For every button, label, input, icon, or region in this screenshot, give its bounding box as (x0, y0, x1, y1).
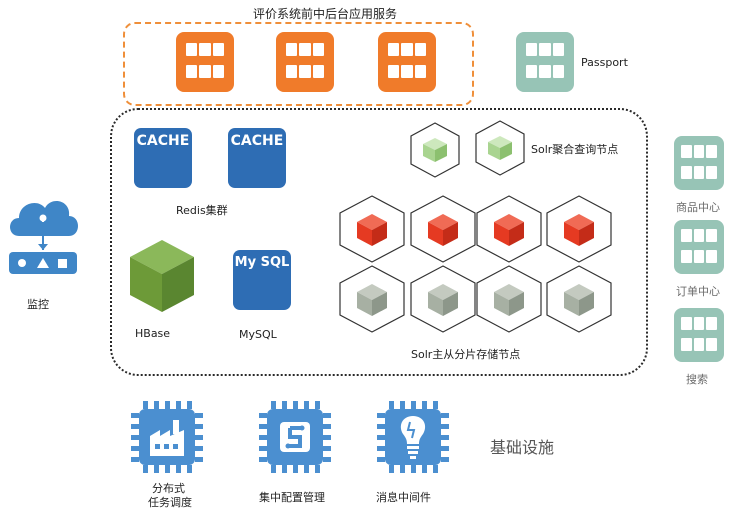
task-scheduler-chip-icon[interactable] (130, 400, 204, 474)
mysql-tile[interactable]: My SQL (233, 250, 291, 310)
order-center-label: 订单中心 (676, 285, 720, 298)
passport-label: Passport (581, 56, 628, 69)
product-center-server[interactable] (674, 136, 724, 190)
order-center-server[interactable] (674, 220, 724, 274)
frontend-server-1[interactable] (176, 32, 234, 92)
solr-storage-master-4[interactable] (544, 194, 614, 264)
solr-storage-master-2[interactable] (408, 194, 478, 264)
monitor-cloud-icon[interactable] (5, 188, 83, 280)
cache-tile-2[interactable]: CACHE (228, 128, 286, 188)
passport-server[interactable] (516, 32, 574, 92)
search-label: 搜索 (686, 373, 708, 386)
solr-storage-slave-1[interactable] (337, 264, 407, 334)
cache-tile-1-text: CACHE (136, 133, 190, 149)
cache-tile-2-text: CACHE (230, 133, 284, 149)
search-server[interactable] (674, 308, 724, 362)
frontend-group-title: 评价系统前中后台应用服务 (253, 7, 398, 21)
message-middleware-chip-icon[interactable] (376, 400, 450, 474)
infrastructure-title: 基础设施 (490, 438, 555, 457)
product-center-label: 商品中心 (676, 201, 720, 214)
message-middleware-label: 消息中间件 (376, 491, 431, 504)
solr-storage-slave-4[interactable] (544, 264, 614, 334)
task-scheduler-label-2: 任务调度 (148, 496, 192, 509)
solr-aggregate-label: Solr聚合查询节点 (531, 143, 619, 156)
task-scheduler-label-1: 分布式 (152, 482, 185, 495)
mysql-tile-text: My SQL (234, 255, 290, 270)
solr-storage-label: Solr主从分片存储节点 (411, 348, 521, 361)
config-management-label: 集中配置管理 (259, 491, 325, 504)
solr-aggregate-node-2[interactable] (473, 119, 527, 177)
solr-storage-slave-2[interactable] (408, 264, 478, 334)
data-layer-border (110, 108, 648, 376)
mysql-label: MySQL (239, 328, 277, 341)
frontend-group-border (123, 22, 474, 106)
hbase-label: HBase (135, 327, 171, 340)
frontend-server-2[interactable] (276, 32, 334, 92)
solr-storage-slave-3[interactable] (474, 264, 544, 334)
hbase-cube-icon[interactable] (128, 238, 196, 314)
solr-storage-master-1[interactable] (337, 194, 407, 264)
cache-tile-1[interactable]: CACHE (134, 128, 192, 188)
frontend-server-3[interactable] (378, 32, 436, 92)
solr-storage-master-3[interactable] (474, 194, 544, 264)
redis-cluster-label: Redis集群 (176, 204, 228, 217)
monitor-label: 监控 (27, 298, 49, 311)
config-management-chip-icon[interactable] (258, 400, 332, 474)
solr-aggregate-node-1[interactable] (408, 121, 462, 179)
